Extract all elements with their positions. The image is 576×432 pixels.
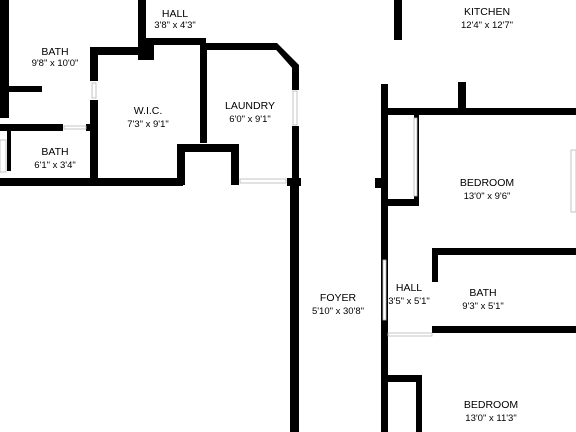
door-opening: [413, 117, 418, 197]
wall: [432, 248, 438, 282]
wall: [382, 199, 419, 206]
door-opening: [382, 259, 387, 321]
wall: [231, 144, 239, 185]
wall: [382, 108, 576, 115]
wall: [381, 84, 388, 432]
room-name-foyer: FOYER: [320, 292, 357, 304]
wall: [7, 131, 11, 171]
window: [0, 139, 7, 173]
wall: [292, 126, 299, 178]
room-name-kitchen: KITCHEN: [464, 6, 510, 18]
window: [570, 149, 576, 213]
room-dims-bedroom-lower: 13'0" x 11'3": [465, 413, 516, 424]
room-dims-bedroom-upper: 13'0" x 9'6": [464, 191, 511, 202]
room-name-hall-mid: HALL: [396, 282, 422, 294]
room-dims-laundry: 6'0" x 9'1": [229, 114, 271, 125]
door-opening: [91, 82, 97, 99]
room-dims-bath-right: 9'3" x 5'1": [462, 301, 504, 312]
wall: [290, 178, 299, 432]
wall: [200, 43, 207, 143]
room-name-bath-lower: BATH: [41, 146, 68, 158]
door-opening: [292, 90, 298, 126]
wall: [458, 82, 466, 112]
wall: [416, 375, 422, 432]
room-name-bath-right: BATH: [469, 287, 496, 299]
wall: [203, 43, 277, 50]
room-dims-bath-upper: 9'8" x 10'0": [32, 58, 79, 69]
wall: [0, 124, 63, 131]
door-opening: [387, 332, 433, 337]
room-name-wic: W.I.C.: [134, 105, 163, 117]
wall: [146, 40, 154, 60]
wall: [146, 38, 206, 45]
room-dims-hall-top: 3'8" x 4'3": [154, 20, 196, 31]
wall: [177, 144, 185, 185]
room-name-hall-top: HALL: [162, 8, 188, 20]
wall: [394, 0, 402, 40]
room-name-laundry: LAUNDRY: [225, 100, 275, 112]
wall: [90, 47, 145, 55]
door-opening: [63, 125, 87, 130]
wall: [382, 375, 422, 382]
room-dims-bath-lower: 6'1" x 3'4": [34, 160, 76, 171]
openings: [0, 82, 576, 337]
room-dims-wic: 7'3" x 9'1": [127, 119, 169, 130]
wall: [432, 326, 576, 333]
wall: [432, 248, 576, 255]
room-dims-kitchen: 12'4" x 12'7": [461, 20, 513, 31]
room-name-bedroom-lower: BEDROOM: [464, 399, 518, 411]
wall: [375, 178, 383, 188]
wall: [177, 144, 235, 152]
room-dims-foyer: 5'10" x 30'8": [312, 306, 364, 317]
wall: [0, 86, 42, 92]
wall: [270, 43, 299, 70]
room-labels: HALL 3'8" x 4'3" BATH 9'8" x 10'0" W.I.C…: [32, 6, 519, 424]
room-dims-hall-mid: 3'5" x 5'1": [388, 296, 430, 307]
room-name-bath-upper: BATH: [41, 46, 68, 58]
wall: [138, 0, 146, 60]
door-opening: [239, 178, 287, 184]
wall: [90, 100, 98, 185]
room-name-bedroom-upper: BEDROOM: [460, 177, 514, 189]
wall: [90, 47, 98, 81]
wall: [292, 65, 299, 90]
wall: [0, 178, 183, 186]
wall: [86, 124, 98, 131]
wall: [0, 0, 9, 118]
